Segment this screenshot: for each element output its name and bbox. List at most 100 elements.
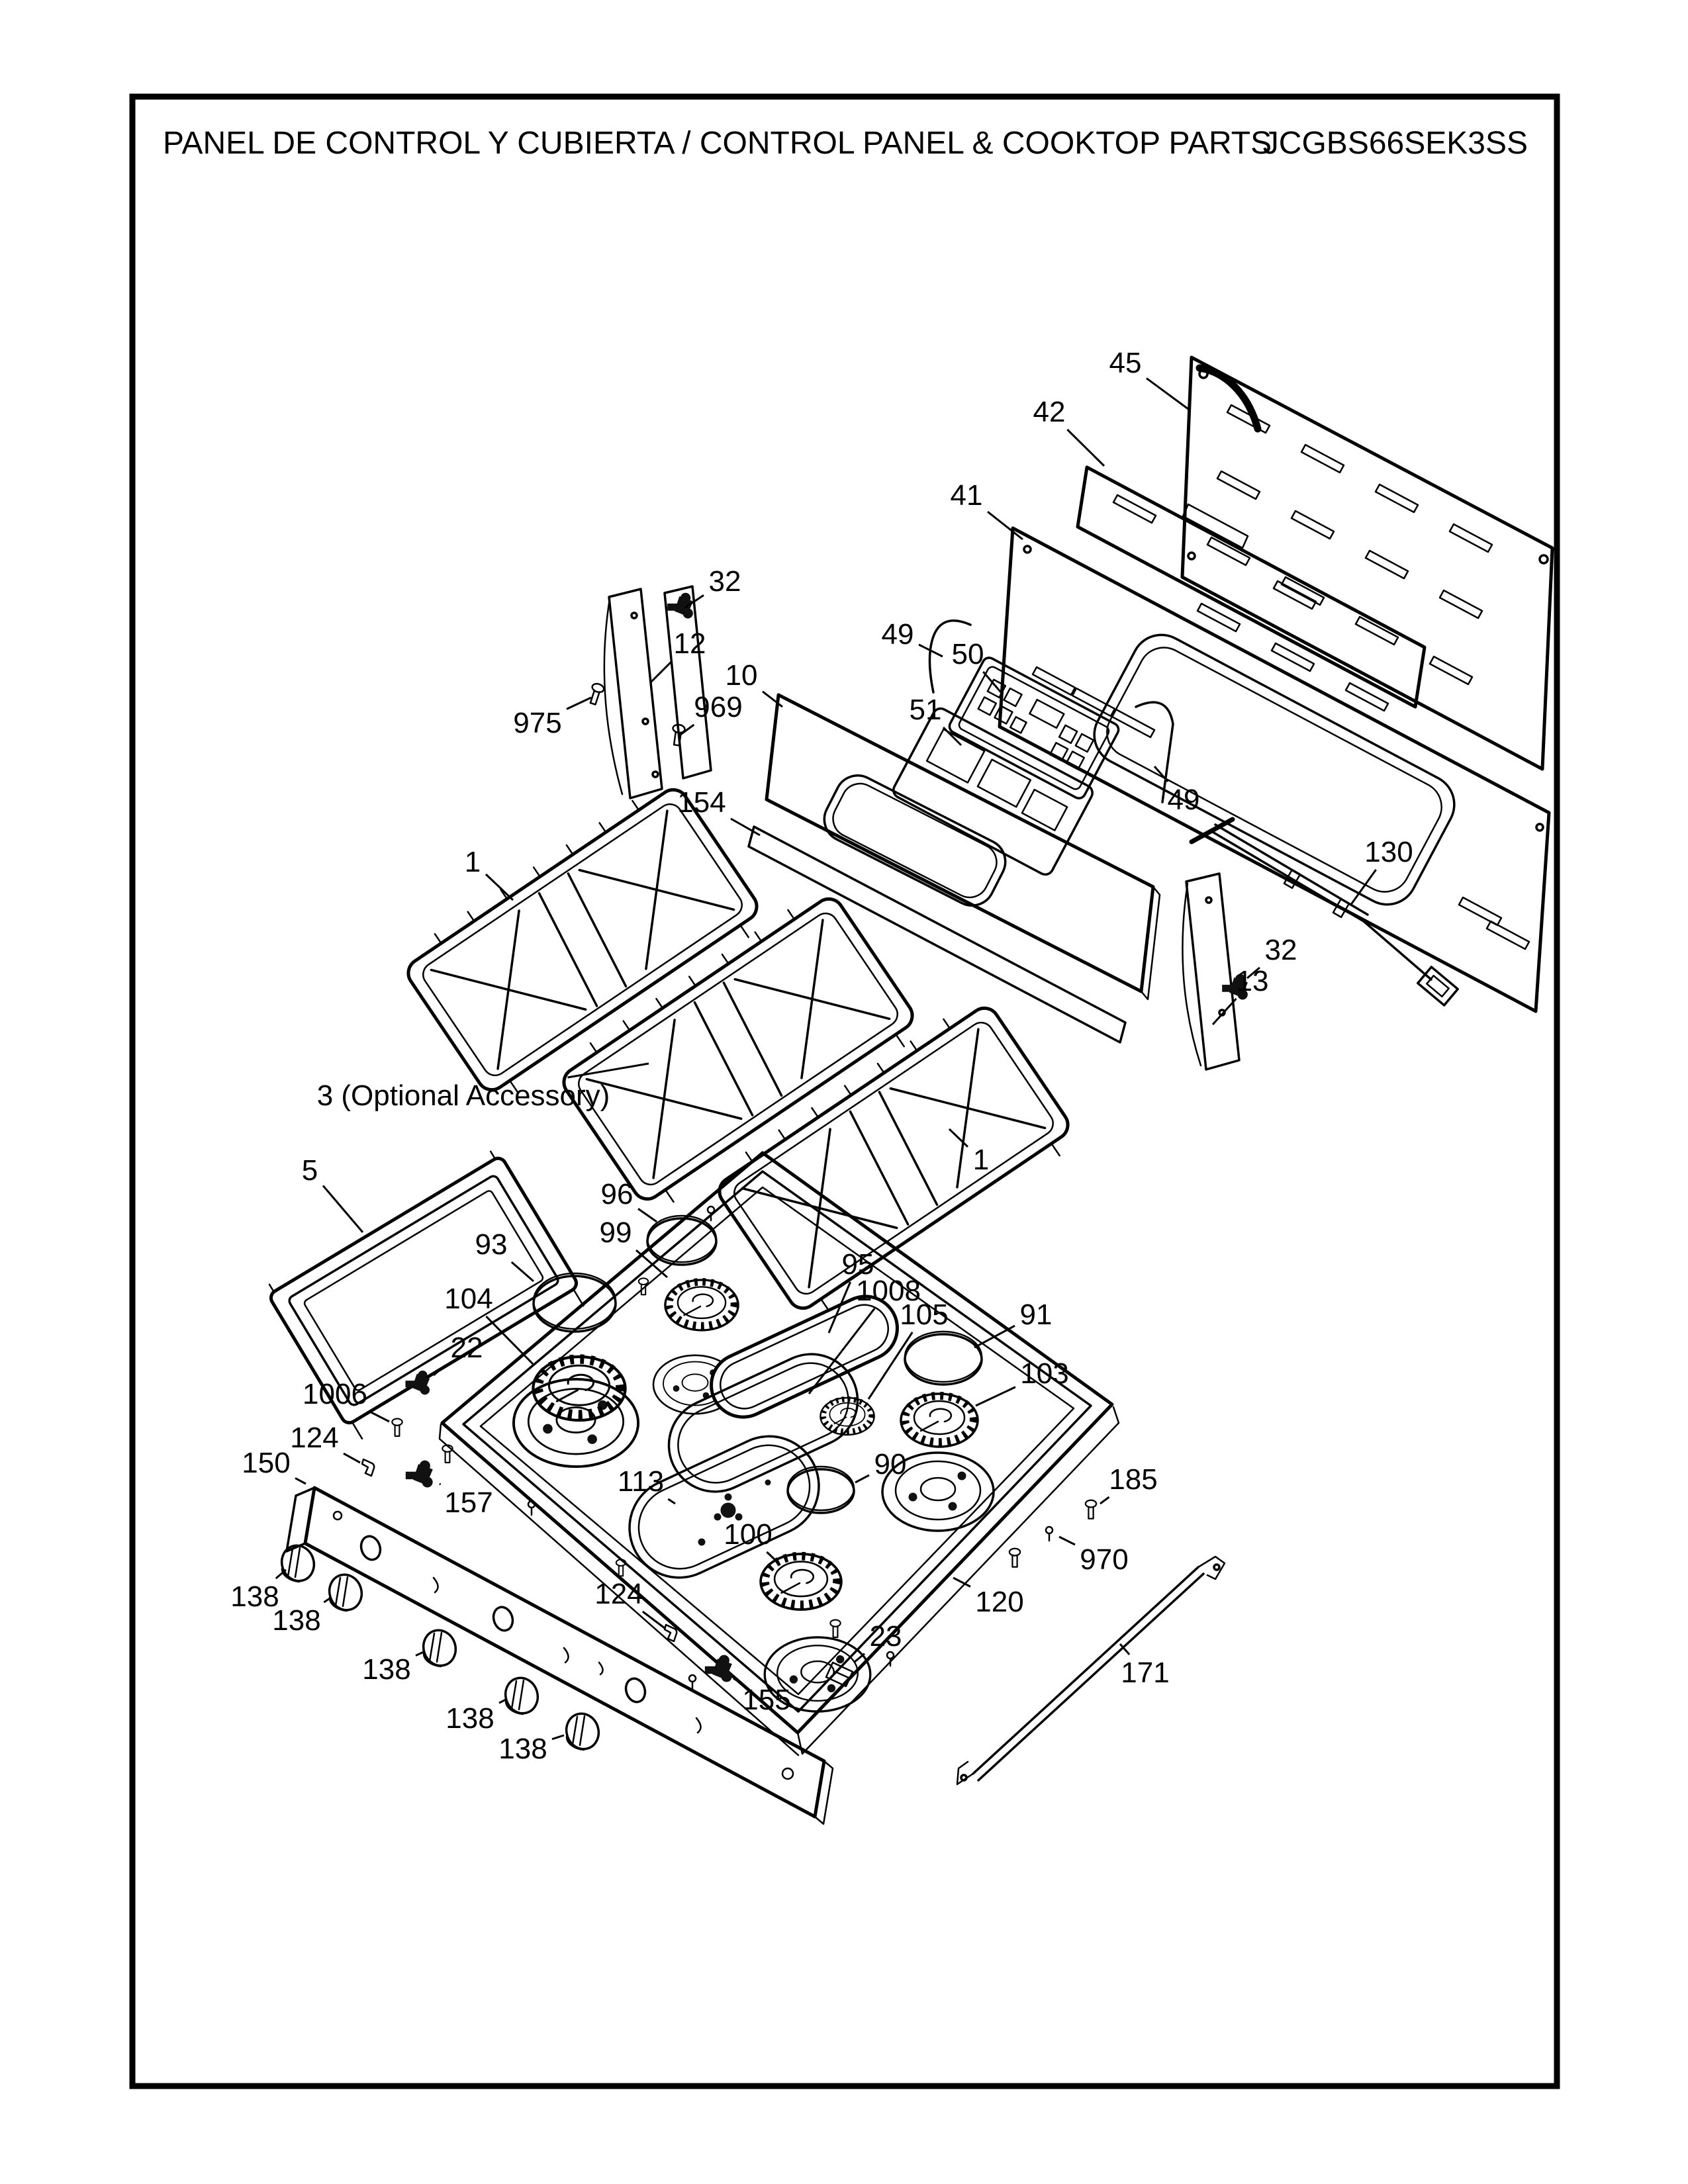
part-label-171: 171 bbox=[1121, 1657, 1169, 1689]
leader-line-171 bbox=[1119, 1643, 1131, 1655]
leader-line-10 bbox=[762, 690, 783, 708]
page-border-frame bbox=[129, 93, 1560, 2089]
part-label-104: 104 bbox=[444, 1283, 492, 1315]
leader-line-124 bbox=[641, 1610, 665, 1629]
leader-line-23 bbox=[853, 1653, 865, 1664]
part-label-23: 23 bbox=[870, 1620, 902, 1653]
part-label-12: 12 bbox=[674, 627, 706, 660]
griddle-burner-well bbox=[628, 1435, 820, 1579]
part-label-157: 157 bbox=[444, 1486, 492, 1519]
part-label-155: 155 bbox=[742, 1684, 790, 1716]
bracket-157 bbox=[405, 1460, 433, 1488]
leader-line-49 bbox=[1153, 766, 1169, 782]
backguard-panel bbox=[998, 526, 1551, 1013]
leader-line-42 bbox=[1066, 428, 1105, 467]
side-panel-right bbox=[1182, 872, 1241, 1071]
leader-line-138 bbox=[415, 1651, 424, 1657]
leader-line-45 bbox=[1146, 377, 1189, 410]
leader-line-185 bbox=[1100, 1496, 1110, 1505]
leader-line-138 bbox=[323, 1596, 332, 1604]
board-support-plate bbox=[892, 707, 1094, 876]
page-title: PANEL DE CONTROL Y CUBIERTA / CONTROL PA… bbox=[163, 126, 1272, 161]
leader-line-90 bbox=[855, 1474, 870, 1484]
bracket-155 bbox=[688, 1655, 732, 1690]
leader-line-105 bbox=[867, 1332, 914, 1400]
part-label-22: 22 bbox=[451, 1332, 483, 1364]
leader-line-32 bbox=[1246, 966, 1260, 979]
leader-line-138 bbox=[551, 1734, 565, 1741]
manifold-panel bbox=[285, 1486, 834, 1825]
leader-line-99 bbox=[635, 1249, 668, 1279]
part-label-49: 49 bbox=[1168, 784, 1200, 816]
leader-line-113 bbox=[667, 1498, 676, 1505]
part-label-154: 154 bbox=[677, 786, 726, 819]
burner-grate-left bbox=[397, 775, 771, 1108]
part-label-13: 13 bbox=[1237, 965, 1269, 997]
leader-line-120 bbox=[953, 1576, 971, 1588]
oval-burner-well bbox=[667, 1353, 859, 1493]
burner-head-100 bbox=[761, 1554, 841, 1610]
leader-line-22 bbox=[433, 1364, 446, 1377]
side-panel-left bbox=[603, 585, 712, 799]
leader-line-103 bbox=[975, 1386, 1016, 1407]
part-label-138: 138 bbox=[272, 1604, 320, 1637]
rear-vent-panel bbox=[1180, 355, 1554, 771]
wire-harness-hook-left bbox=[928, 619, 972, 694]
part-label-96: 96 bbox=[601, 1178, 633, 1210]
control-knob-2 bbox=[324, 1569, 367, 1615]
control-board bbox=[948, 657, 1120, 799]
control-knob-5 bbox=[561, 1708, 604, 1754]
part-label-51: 51 bbox=[910, 694, 942, 726]
part-label-1: 1 bbox=[465, 846, 481, 878]
burner-head-99 bbox=[665, 1280, 738, 1330]
burner-head-103 bbox=[901, 1394, 978, 1447]
burner-caps bbox=[532, 1214, 983, 1514]
leader-line-104 bbox=[485, 1315, 535, 1366]
burner-grate-center-optional bbox=[552, 884, 926, 1217]
part-label-124: 124 bbox=[594, 1578, 643, 1610]
screw-975 bbox=[586, 681, 606, 707]
griddle bbox=[268, 1150, 585, 1440]
leader-line-41 bbox=[987, 511, 1023, 541]
lower-trim-bar bbox=[956, 1555, 1226, 1786]
control-panel-trim bbox=[747, 825, 1127, 1044]
part-label-138: 138 bbox=[362, 1653, 410, 1686]
bracket-22 bbox=[405, 1370, 430, 1395]
model-number: JCGBS66SEK3SS bbox=[1263, 126, 1528, 161]
leader-line-154 bbox=[730, 817, 761, 837]
part-label-975: 975 bbox=[513, 707, 561, 739]
part-label-3-Optional-Accessory-: 3 (Optional Accessory) bbox=[317, 1079, 610, 1112]
leader-line-970 bbox=[1058, 1535, 1076, 1546]
leader-line-975 bbox=[566, 696, 592, 710]
leader-line-50 bbox=[982, 671, 1002, 693]
leader-line-150 bbox=[295, 1477, 306, 1485]
part-label-113: 113 bbox=[618, 1465, 664, 1498]
leader-line-3-Optional-Accessory- bbox=[567, 1062, 649, 1079]
part-label-969: 969 bbox=[694, 691, 742, 723]
part-label-50: 50 bbox=[952, 638, 984, 670]
leader-line-93 bbox=[510, 1261, 534, 1283]
leader-line-138 bbox=[275, 1569, 287, 1580]
control-knob-4 bbox=[500, 1672, 543, 1719]
part-label-45: 45 bbox=[1109, 347, 1142, 379]
part-label-120: 120 bbox=[975, 1586, 1023, 1618]
leader-line-91 bbox=[974, 1324, 1015, 1349]
part-label-90: 90 bbox=[874, 1448, 907, 1480]
igniter-icon bbox=[698, 1479, 771, 1546]
part-label-130: 130 bbox=[1364, 836, 1413, 868]
wire-harness-hook-right bbox=[1135, 701, 1174, 803]
leader-line-49 bbox=[918, 643, 943, 658]
wire-harness-130 bbox=[1189, 817, 1459, 1007]
leader-line-32 bbox=[684, 594, 704, 609]
leader-line-13 bbox=[1211, 997, 1237, 1026]
leader-line-138 bbox=[498, 1698, 506, 1704]
leader-line-5 bbox=[322, 1185, 364, 1233]
part-label-185: 185 bbox=[1109, 1463, 1157, 1496]
part-label-41: 41 bbox=[951, 479, 983, 512]
part-label-32: 32 bbox=[1265, 934, 1297, 966]
leader-line-124 bbox=[343, 1452, 361, 1464]
part-label-970: 970 bbox=[1080, 1543, 1128, 1576]
part-label-124: 124 bbox=[290, 1422, 338, 1454]
